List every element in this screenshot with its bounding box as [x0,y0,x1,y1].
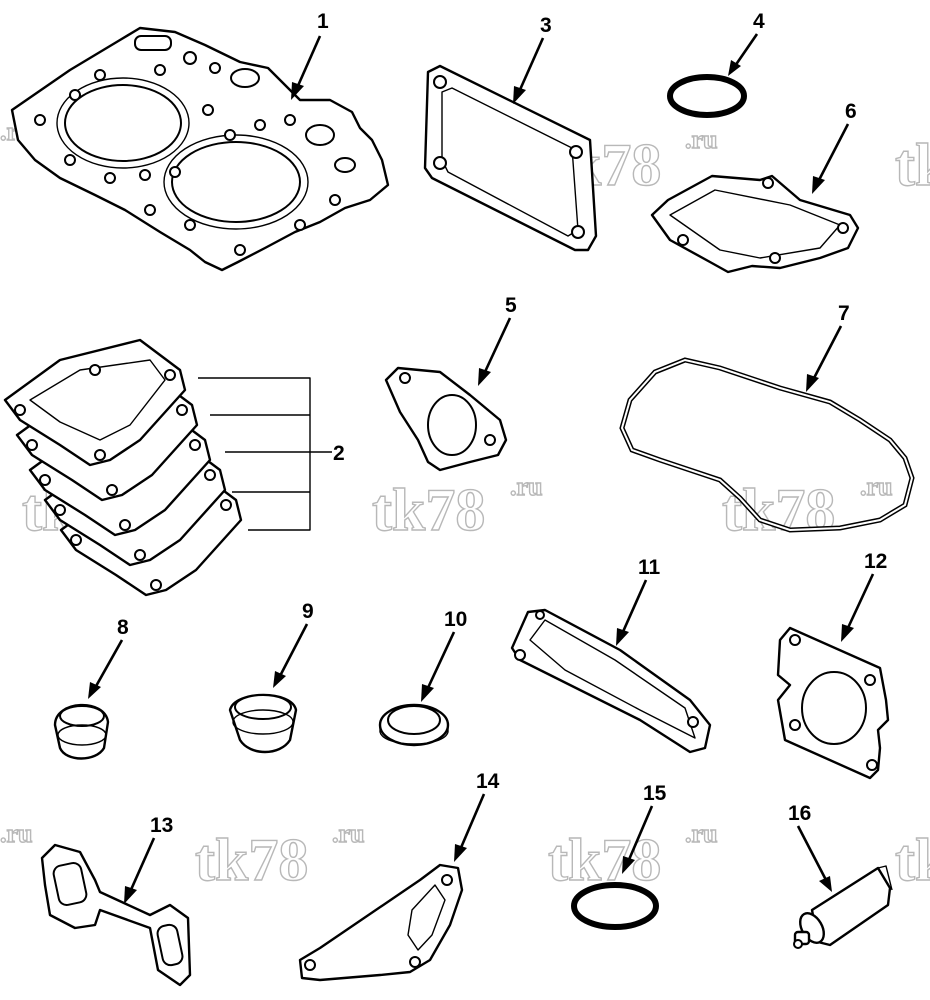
callout-number: 2 [333,442,345,465]
callout-number: 6 [845,100,857,123]
callout-number: 7 [838,302,850,325]
square-flange-gasket-icon [776,626,890,780]
o-ring-icon [571,882,659,930]
watermark-main: tk78 [372,477,485,543]
cover-gasket-icon [650,174,860,274]
callout-number: 12 [864,550,887,573]
ring-seal-icon [378,703,450,747]
o-ring-icon [667,74,747,118]
valve-cover-gasket-icon [619,357,915,533]
bracket-gasket-icon [298,863,464,982]
watermark-main: tk78 [722,477,835,543]
watermark-main: tk78 [895,827,930,893]
callout-number: 13 [150,814,173,837]
callout-number: 3 [540,14,552,37]
watermark-suffix: .ru [685,125,718,154]
callout-number: 10 [444,608,467,631]
watermark-main: tk78 [195,827,308,893]
flange-gasket-icon [384,366,508,472]
sealant-tube-icon [793,865,893,949]
callout-number: 5 [505,294,517,317]
callout-number: 8 [117,616,129,639]
callout-number: 4 [753,10,765,33]
watermark-suffix: .ru [0,819,33,848]
callout-number: 9 [302,600,314,623]
callout-number: 11 [638,556,661,579]
callout-number: 14 [476,770,500,793]
bushing-seal-icon [228,693,298,754]
seal-cap-icon [53,703,110,760]
cylinder-head-gasket-icon [10,26,390,272]
callout-arrows [88,33,875,904]
callout-number: 16 [788,802,811,825]
callout-number: 15 [643,782,667,805]
watermark-main: tk78 [895,132,930,198]
watermark-suffix: .ru [685,819,718,848]
pan-gasket-icon [510,608,712,754]
watermark-main: tk78 [548,827,661,893]
watermark-suffix: .ru [860,472,893,501]
rectangular-gasket-icon [423,64,598,252]
callout-labels: 1 2 3 4 5 6 7 8 9 10 11 12 13 14 15 16 [117,10,887,837]
stacked-gaskets-icon [3,338,332,597]
manifold-gasket-icon [40,843,192,987]
watermark-suffix: .ru [332,819,365,848]
watermark-suffix: .ru [510,472,543,501]
callout-number: 1 [317,10,329,33]
